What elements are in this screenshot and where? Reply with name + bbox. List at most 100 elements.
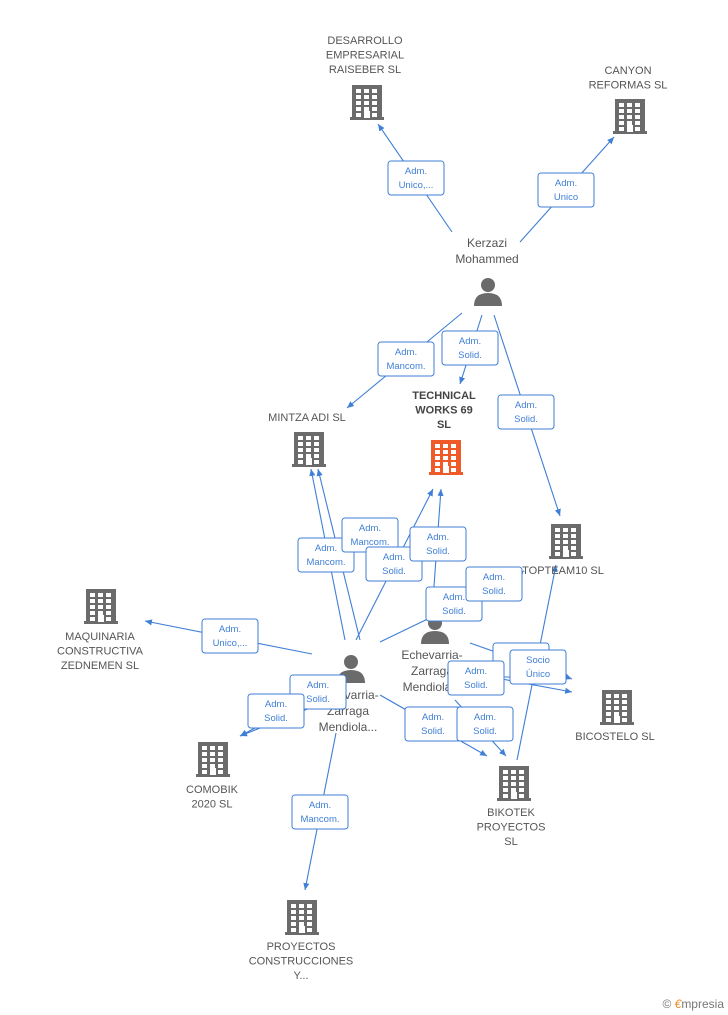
building-icon bbox=[84, 589, 118, 624]
edge-label-text: Mancom. bbox=[306, 557, 345, 568]
edge-labels-layer: Adm.Unico,...Adm.UnicoAdm.Mancom.Adm.Sol… bbox=[201, 160, 595, 830]
edge-label-text: Adm. bbox=[555, 178, 577, 189]
edge-label-kerzazi-canyon[interactable]: Adm. Unico bbox=[537, 172, 595, 208]
node-label: MAQUINARIA bbox=[65, 631, 135, 643]
edge-label-echevarria1-bikotek[interactable]: Adm.Solid. bbox=[404, 706, 462, 742]
edge-label-box bbox=[201, 618, 259, 654]
node-bicostelo[interactable]: BICOSTELO SL bbox=[575, 690, 655, 743]
edge-label-text: Único bbox=[526, 669, 550, 680]
edge-label-text: Adm. bbox=[219, 624, 241, 635]
node-label: BICOSTELO SL bbox=[575, 731, 654, 743]
edge-label-box bbox=[409, 526, 467, 562]
edge-label-text: Adm. bbox=[309, 800, 331, 811]
edge-label-echevarria2-technical[interactable]: Adm. Solid. bbox=[409, 526, 467, 562]
edge-label-text: Unico,... bbox=[399, 180, 434, 191]
edge-label-text: Solid. bbox=[464, 680, 488, 691]
edge-label-box bbox=[377, 341, 435, 377]
edge-label-box bbox=[441, 330, 499, 366]
edge-label-box bbox=[465, 566, 523, 602]
edge-label-text: Solid. bbox=[514, 414, 538, 425]
node-label: MINTZA ADI SL bbox=[268, 412, 346, 424]
node-label: Echevarria- bbox=[401, 648, 462, 662]
node-label: SL bbox=[504, 836, 517, 848]
node-label: PROYECTOS bbox=[267, 941, 336, 953]
edge-label-text: Adm. bbox=[422, 712, 444, 723]
node-label: WORKS 69 bbox=[415, 405, 472, 417]
edge-label-text: Adm. bbox=[515, 400, 537, 411]
node-echevarria2[interactable]: Echevarria- ZarragaMendiola... bbox=[401, 616, 463, 694]
node-label: Mendiola... bbox=[403, 680, 462, 694]
edge-label-box bbox=[291, 794, 349, 830]
node-label: Mohammed bbox=[455, 252, 518, 266]
edge-label-echevarria1-comobik[interactable]: Adm. Solid. bbox=[247, 693, 305, 729]
node-label: TOPTEAM10 SL bbox=[522, 565, 604, 577]
node-proyectos[interactable]: PROYECTOS CONSTRUCCIONES Y... bbox=[249, 900, 354, 982]
person-icon bbox=[474, 278, 502, 306]
edge-label-echevarria2-bicostelo[interactable]: Adm.Solid. bbox=[447, 660, 505, 696]
edge-label-text: Adm. bbox=[483, 572, 505, 583]
edge-label-text: Solid. bbox=[426, 546, 450, 557]
edge-label-text: Adm. bbox=[359, 523, 381, 534]
edge-label-box bbox=[509, 649, 567, 685]
edge-label-kerzazi-mintza[interactable]: Adm. Mancom. bbox=[377, 341, 435, 377]
edge-label-text: Mancom. bbox=[386, 361, 425, 372]
node-label: CONSTRUCTIVA bbox=[57, 646, 144, 658]
edge-label-kerzazi-technical[interactable]: Adm.Solid. bbox=[441, 330, 499, 366]
edge-label-echevarria2-bikotek[interactable]: Adm. Solid. bbox=[456, 706, 514, 742]
building-icon bbox=[292, 432, 326, 467]
footer-brand: © €mpresia bbox=[662, 997, 724, 1011]
edge-label-text: Adm. bbox=[405, 166, 427, 177]
building-icon bbox=[600, 690, 634, 725]
edge-label-box bbox=[537, 172, 595, 208]
building-icon bbox=[196, 742, 230, 777]
edge-label-echevarria1-mintza[interactable]: Adm. Mancom. bbox=[297, 537, 355, 573]
edge-label-text: Adm. bbox=[395, 347, 417, 358]
building-icon bbox=[549, 524, 583, 559]
edge-label-text: Socio bbox=[526, 655, 550, 666]
edge-label-echevarria1-maquinaria[interactable]: Adm. Unico,... bbox=[201, 618, 259, 654]
brand-initial: € bbox=[674, 997, 682, 1011]
node-label: TECHNICAL bbox=[412, 390, 476, 402]
edge-label-text: Mancom. bbox=[300, 814, 339, 825]
node-label: SL bbox=[437, 419, 451, 431]
edge-label-text: Solid. bbox=[473, 726, 497, 737]
node-label: CONSTRUCCIONES bbox=[249, 956, 354, 968]
edge-label-echevarria1-technical[interactable]: Adm.Solid. bbox=[365, 546, 423, 582]
edge-label-text: Solid. bbox=[264, 713, 288, 724]
edge-label-text: Adm. bbox=[474, 712, 496, 723]
edge-label-box bbox=[297, 537, 355, 573]
node-technical[interactable]: TECHNICAL WORKS 69 SL bbox=[412, 390, 476, 475]
building-icon bbox=[613, 99, 647, 134]
building-icon bbox=[285, 900, 319, 935]
node-label: 2020 SL bbox=[192, 799, 233, 811]
edge-label-text: Unico bbox=[554, 192, 578, 203]
edge-label-text: Solid. bbox=[442, 606, 466, 617]
edge-label-kerzazi-topteam[interactable]: Adm. Solid. bbox=[497, 394, 555, 430]
building-icon bbox=[497, 766, 531, 801]
edge-label-echevarria1-topteam[interactable]: Adm.Solid. bbox=[465, 566, 523, 602]
node-mintza[interactable]: MINTZA ADI SL bbox=[268, 412, 346, 467]
edge-label-box bbox=[447, 660, 505, 696]
edge-label-kerzazi-desarrollo[interactable]: Adm. Unico,... bbox=[387, 160, 445, 196]
edge-label-text: Adm. bbox=[265, 699, 287, 710]
edge-label-box bbox=[387, 160, 445, 196]
edge-label-text: Unico,... bbox=[213, 638, 248, 649]
edge-label-box bbox=[497, 394, 555, 430]
node-label: PROYECTOS bbox=[477, 822, 546, 834]
node-topteam[interactable]: TOPTEAM10 SL bbox=[522, 524, 604, 577]
edge-label-box bbox=[365, 546, 423, 582]
edge-label-text: Adm. bbox=[315, 543, 337, 554]
node-label: Zarraga bbox=[411, 664, 453, 678]
edge-label-text: Adm. bbox=[427, 532, 449, 543]
edge-label-echevarria1-proyectos[interactable]: Adm. Mancom. bbox=[291, 794, 349, 830]
node-label: Y... bbox=[293, 970, 308, 982]
